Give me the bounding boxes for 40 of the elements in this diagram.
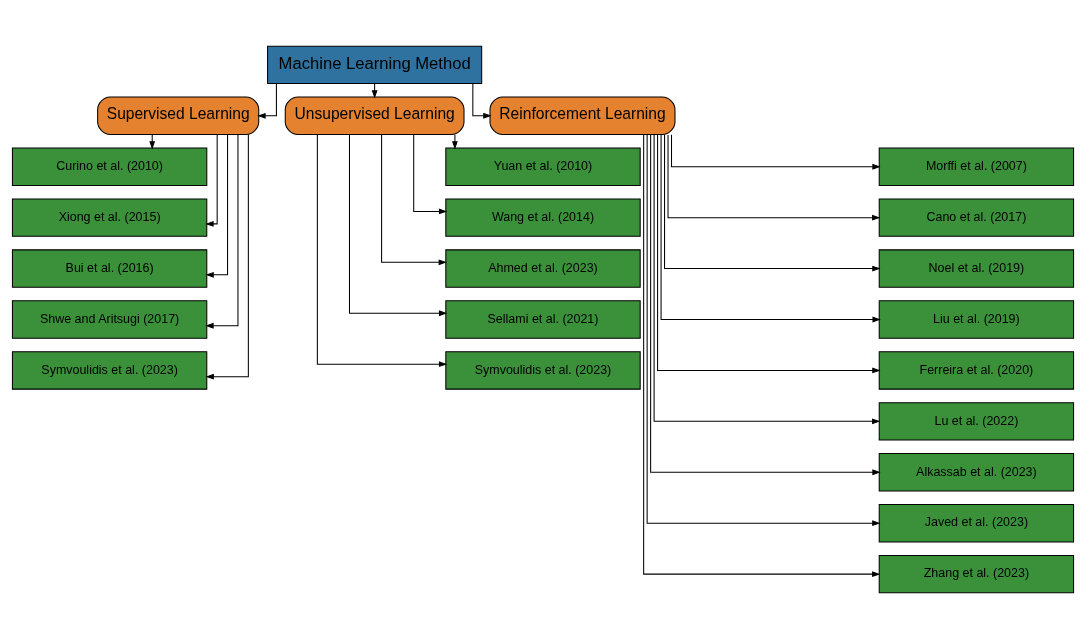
arrow (667, 134, 881, 221)
node-box: Curino et al. (2010) (11, 147, 208, 186)
arrow (657, 134, 881, 374)
arrow (205, 134, 239, 329)
arrow (671, 134, 881, 170)
node-box: Unsupervised Learning (284, 96, 465, 135)
node-box: Machine Learning Method (267, 45, 483, 85)
arrow (653, 134, 881, 425)
node-box: Liu et al. (2019) (878, 300, 1075, 339)
arrow (348, 134, 448, 317)
arrow (413, 134, 448, 215)
arrow (205, 134, 249, 380)
node-box: Bui et al. (2016) (11, 249, 208, 288)
node-box: Javed et al. (2023) (878, 504, 1075, 543)
node-box: Morffi et al. (2007) (878, 147, 1075, 186)
arrow (660, 134, 881, 323)
node-box: Ferreira et al. (2020) (878, 351, 1075, 390)
node-box: Yuan et al. (2010) (445, 147, 641, 186)
node-box: Noel et al. (2019) (878, 249, 1075, 288)
node-box: Xiong et al. (2015) (11, 198, 208, 237)
node-box: Ahmed et al. (2023) (445, 249, 641, 288)
node-box: Reinforcement Learning (489, 96, 676, 135)
node-box: Lu et al. (2022) (878, 402, 1075, 441)
node-box: Sellami et al. (2021) (445, 300, 641, 339)
node-box: Cano et al. (2017) (878, 198, 1075, 237)
node-box: Supervised Learning (97, 96, 260, 135)
arrow (381, 134, 447, 266)
node-box: Wang et al. (2014) (445, 198, 641, 237)
node-box: Zhang et al. (2023) (878, 554, 1075, 594)
arrow (205, 134, 229, 278)
arrow (664, 134, 881, 272)
node-box: Symvoulidis et al. (2023) (11, 351, 208, 390)
node-box: Shwe and Aritsugi (2017) (11, 300, 208, 339)
arrow (316, 134, 448, 368)
arrow (452, 134, 458, 150)
arrow (472, 83, 492, 119)
arrow (257, 83, 277, 119)
node-box: Alkassab et al. (2023) (878, 453, 1075, 492)
node-box: Symvoulidis et al. (2023) (445, 351, 641, 390)
arrow (205, 134, 218, 227)
